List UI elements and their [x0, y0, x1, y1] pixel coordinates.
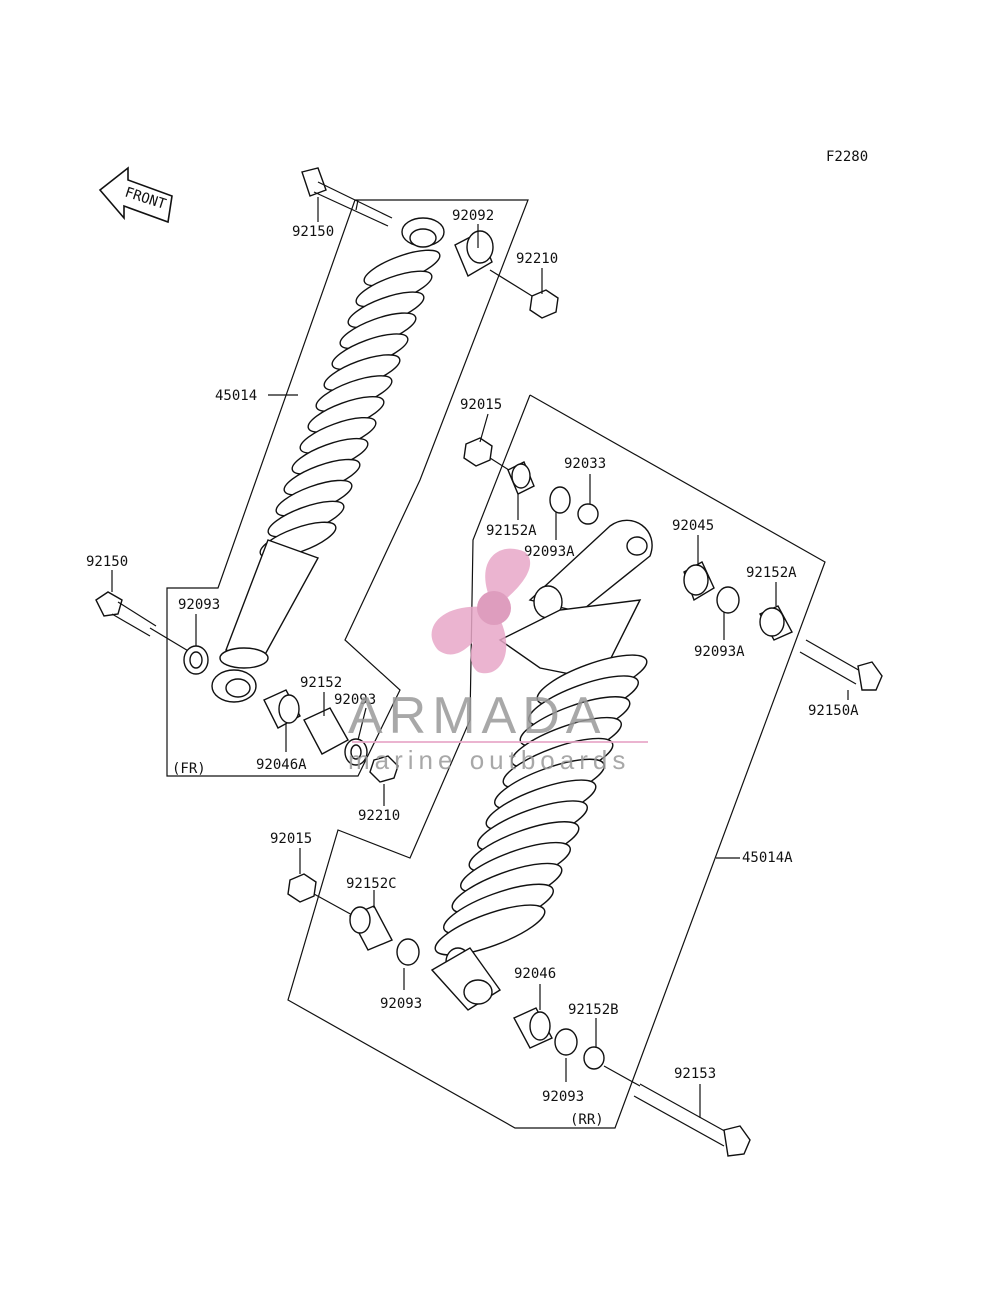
washer-92093a-right — [716, 586, 740, 614]
nut-92210-fr — [369, 755, 399, 783]
front-arrow-icon: FRONT — [98, 166, 173, 224]
bearing-92046a — [263, 689, 301, 729]
nut-92210-top — [529, 289, 559, 319]
label-92045: 92045 — [672, 518, 714, 534]
bolt-92150-top — [301, 167, 393, 227]
label-92093a-right: 92093A — [694, 644, 745, 660]
washer-92093-rr2 — [554, 1028, 578, 1056]
bolt-92153 — [633, 1083, 751, 1157]
label-92210-fr: 92210 — [358, 808, 400, 824]
watermark-subtitle: marine outboards — [348, 745, 630, 775]
bolt-92150-left — [95, 591, 201, 659]
rear-shock-absorber — [287, 437, 883, 1157]
label-45014a: 45014A — [742, 850, 793, 866]
label-92093-rr2: 92093 — [542, 1089, 584, 1105]
collar-92152b — [583, 1046, 605, 1070]
rear-shock-bottom-eye — [430, 947, 502, 1011]
label-92152a-right: 92152A — [746, 565, 797, 581]
washer-92093a-left — [549, 486, 571, 514]
label-92033: 92033 — [564, 456, 606, 472]
label-92015-mid: 92015 — [460, 397, 502, 413]
part-labels: 92150 92092 92210 45014 92015 92033 9215… — [86, 208, 859, 1128]
label-92152b: 92152B — [568, 1002, 619, 1018]
label-92152a-left: 92152A — [486, 523, 537, 539]
label-92092: 92092 — [452, 208, 494, 224]
label-92093a-left: 92093A — [524, 544, 575, 560]
figure-id: F2280 — [826, 149, 868, 165]
collar-92152a-right — [759, 605, 793, 641]
spring-coil — [434, 904, 546, 956]
label-group-rr: (RR) — [570, 1112, 604, 1128]
label-92150a: 92150A — [808, 703, 859, 719]
label-92093-fr2: 92093 — [334, 692, 376, 708]
nut-92015-low — [287, 873, 317, 903]
label-92046: 92046 — [514, 966, 556, 982]
label-92152c: 92152C — [346, 876, 397, 892]
front-shock-body — [225, 539, 320, 661]
label-92150-left: 92150 — [86, 554, 128, 570]
collar-92152a-left — [507, 461, 535, 495]
leader-lines — [111, 197, 849, 1118]
collar-92152 — [303, 707, 349, 755]
label-45014: 45014 — [215, 388, 257, 404]
label-92150-top: 92150 — [292, 224, 334, 240]
front-shock-absorber — [95, 167, 559, 783]
bolt-92150a — [799, 639, 883, 691]
label-92153: 92153 — [674, 1066, 716, 1082]
rear-coil-spring — [434, 654, 648, 956]
watermark-title: ARMADA — [348, 687, 606, 745]
label-92093-rr: 92093 — [380, 996, 422, 1012]
label-group-fr: (FR) — [172, 761, 206, 777]
label-92152: 92152 — [300, 675, 342, 691]
bushing-92092 — [454, 230, 494, 278]
bushing-92045 — [683, 561, 715, 602]
front-coil-spring — [259, 249, 441, 559]
bearing-92046 — [513, 1007, 553, 1049]
washer-92093-rr — [396, 938, 420, 966]
collar-92152c — [349, 905, 393, 951]
nut-92015-mid — [463, 437, 493, 467]
armada-watermark: ARMADA marine outboards — [348, 548, 648, 775]
circlip-92033 — [577, 503, 599, 525]
rear-shock-top-mount — [528, 519, 653, 613]
label-92093-fr: 92093 — [178, 597, 220, 613]
label-92015-low: 92015 — [270, 831, 312, 847]
label-92210-top: 92210 — [516, 251, 558, 267]
propeller-logo-icon — [431, 548, 531, 674]
label-92046a: 92046A — [256, 757, 307, 773]
